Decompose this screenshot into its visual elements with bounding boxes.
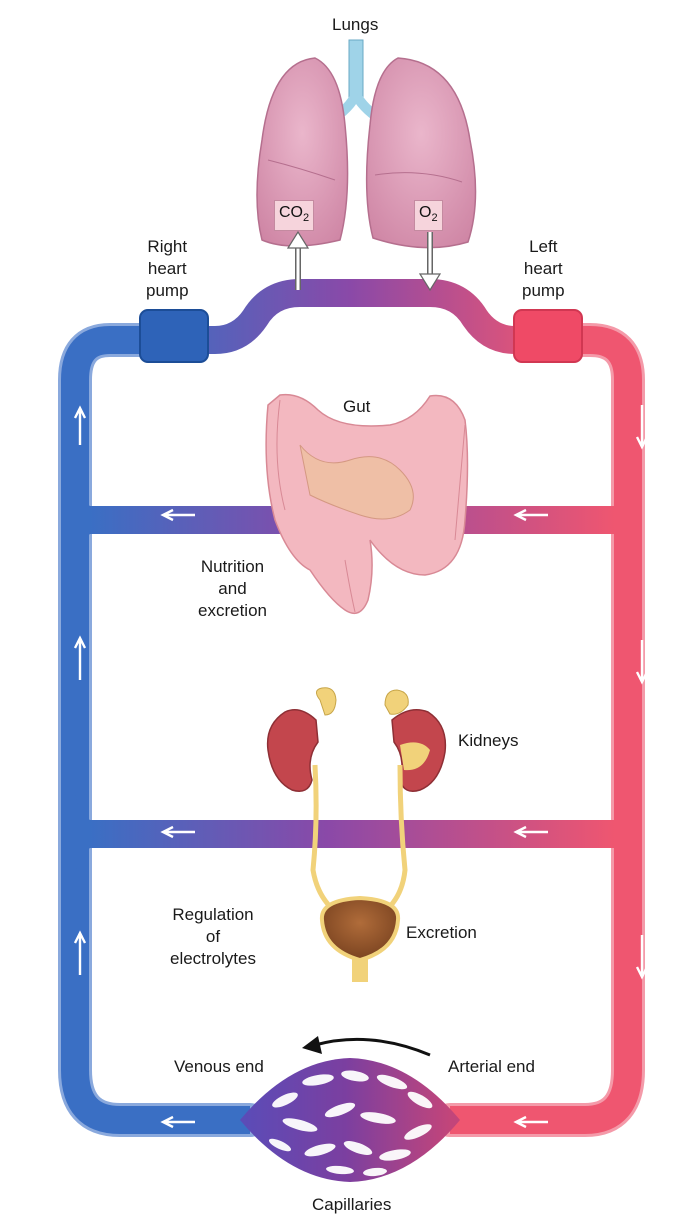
capillaries-label: Capillaries [312, 1195, 392, 1214]
regulation-line-3: electrolytes [170, 949, 256, 968]
kidneys-label: Kidneys [458, 731, 519, 750]
regulation-line-1: Regulation [172, 905, 254, 924]
nutrition-label: Nutrition and excretion [198, 556, 267, 622]
left-heart-line-1: Left [529, 237, 558, 256]
o2-subscript: 2 [431, 212, 438, 225]
left-heart-pump-label: Left heart pump [522, 236, 565, 302]
lungs-illustration [256, 39, 477, 249]
gut-illustration [265, 393, 469, 615]
o2-text: O [419, 204, 432, 221]
arterial-end-label: Arterial end [448, 1057, 535, 1076]
capillary-bed [240, 1058, 460, 1182]
pulmonary-vessel [150, 279, 530, 354]
right-heart-pump-label: Right heart pump [146, 236, 189, 302]
left-heart-line-3: pump [522, 281, 565, 300]
gut-label: Gut [343, 397, 371, 416]
kidney-branch-vessel [90, 820, 615, 848]
kidneys-illustration [266, 687, 447, 918]
flow-arrows [73, 405, 649, 1129]
excretion-label: Excretion [406, 923, 477, 942]
co2-text: CO [279, 204, 303, 221]
co2-subscript: 2 [303, 212, 310, 225]
nutrition-line-1: Nutrition [200, 557, 265, 576]
left-heart-line-2: heart [523, 259, 563, 278]
nutrition-line-2: and [218, 579, 247, 598]
bladder-illustration [319, 895, 401, 982]
co2-label: CO2 [274, 200, 315, 232]
nutrition-line-3: excretion [198, 601, 267, 620]
venous-end-label: Venous end [174, 1057, 264, 1076]
right-heart-line-3: pump [146, 281, 189, 300]
right-heart-line-1: Right [147, 237, 188, 256]
regulation-line-2: of [205, 927, 221, 946]
right-heart-line-2: heart [147, 259, 187, 278]
regulation-label: Regulation of electrolytes [170, 904, 256, 970]
lungs-label: Lungs [332, 15, 379, 34]
venous-vessel-left [58, 323, 267, 1137]
right-heart-pump [139, 309, 209, 363]
o2-label: O2 [414, 200, 443, 232]
flow-direction-arrow [314, 1037, 431, 1057]
left-heart-pump [513, 309, 583, 363]
